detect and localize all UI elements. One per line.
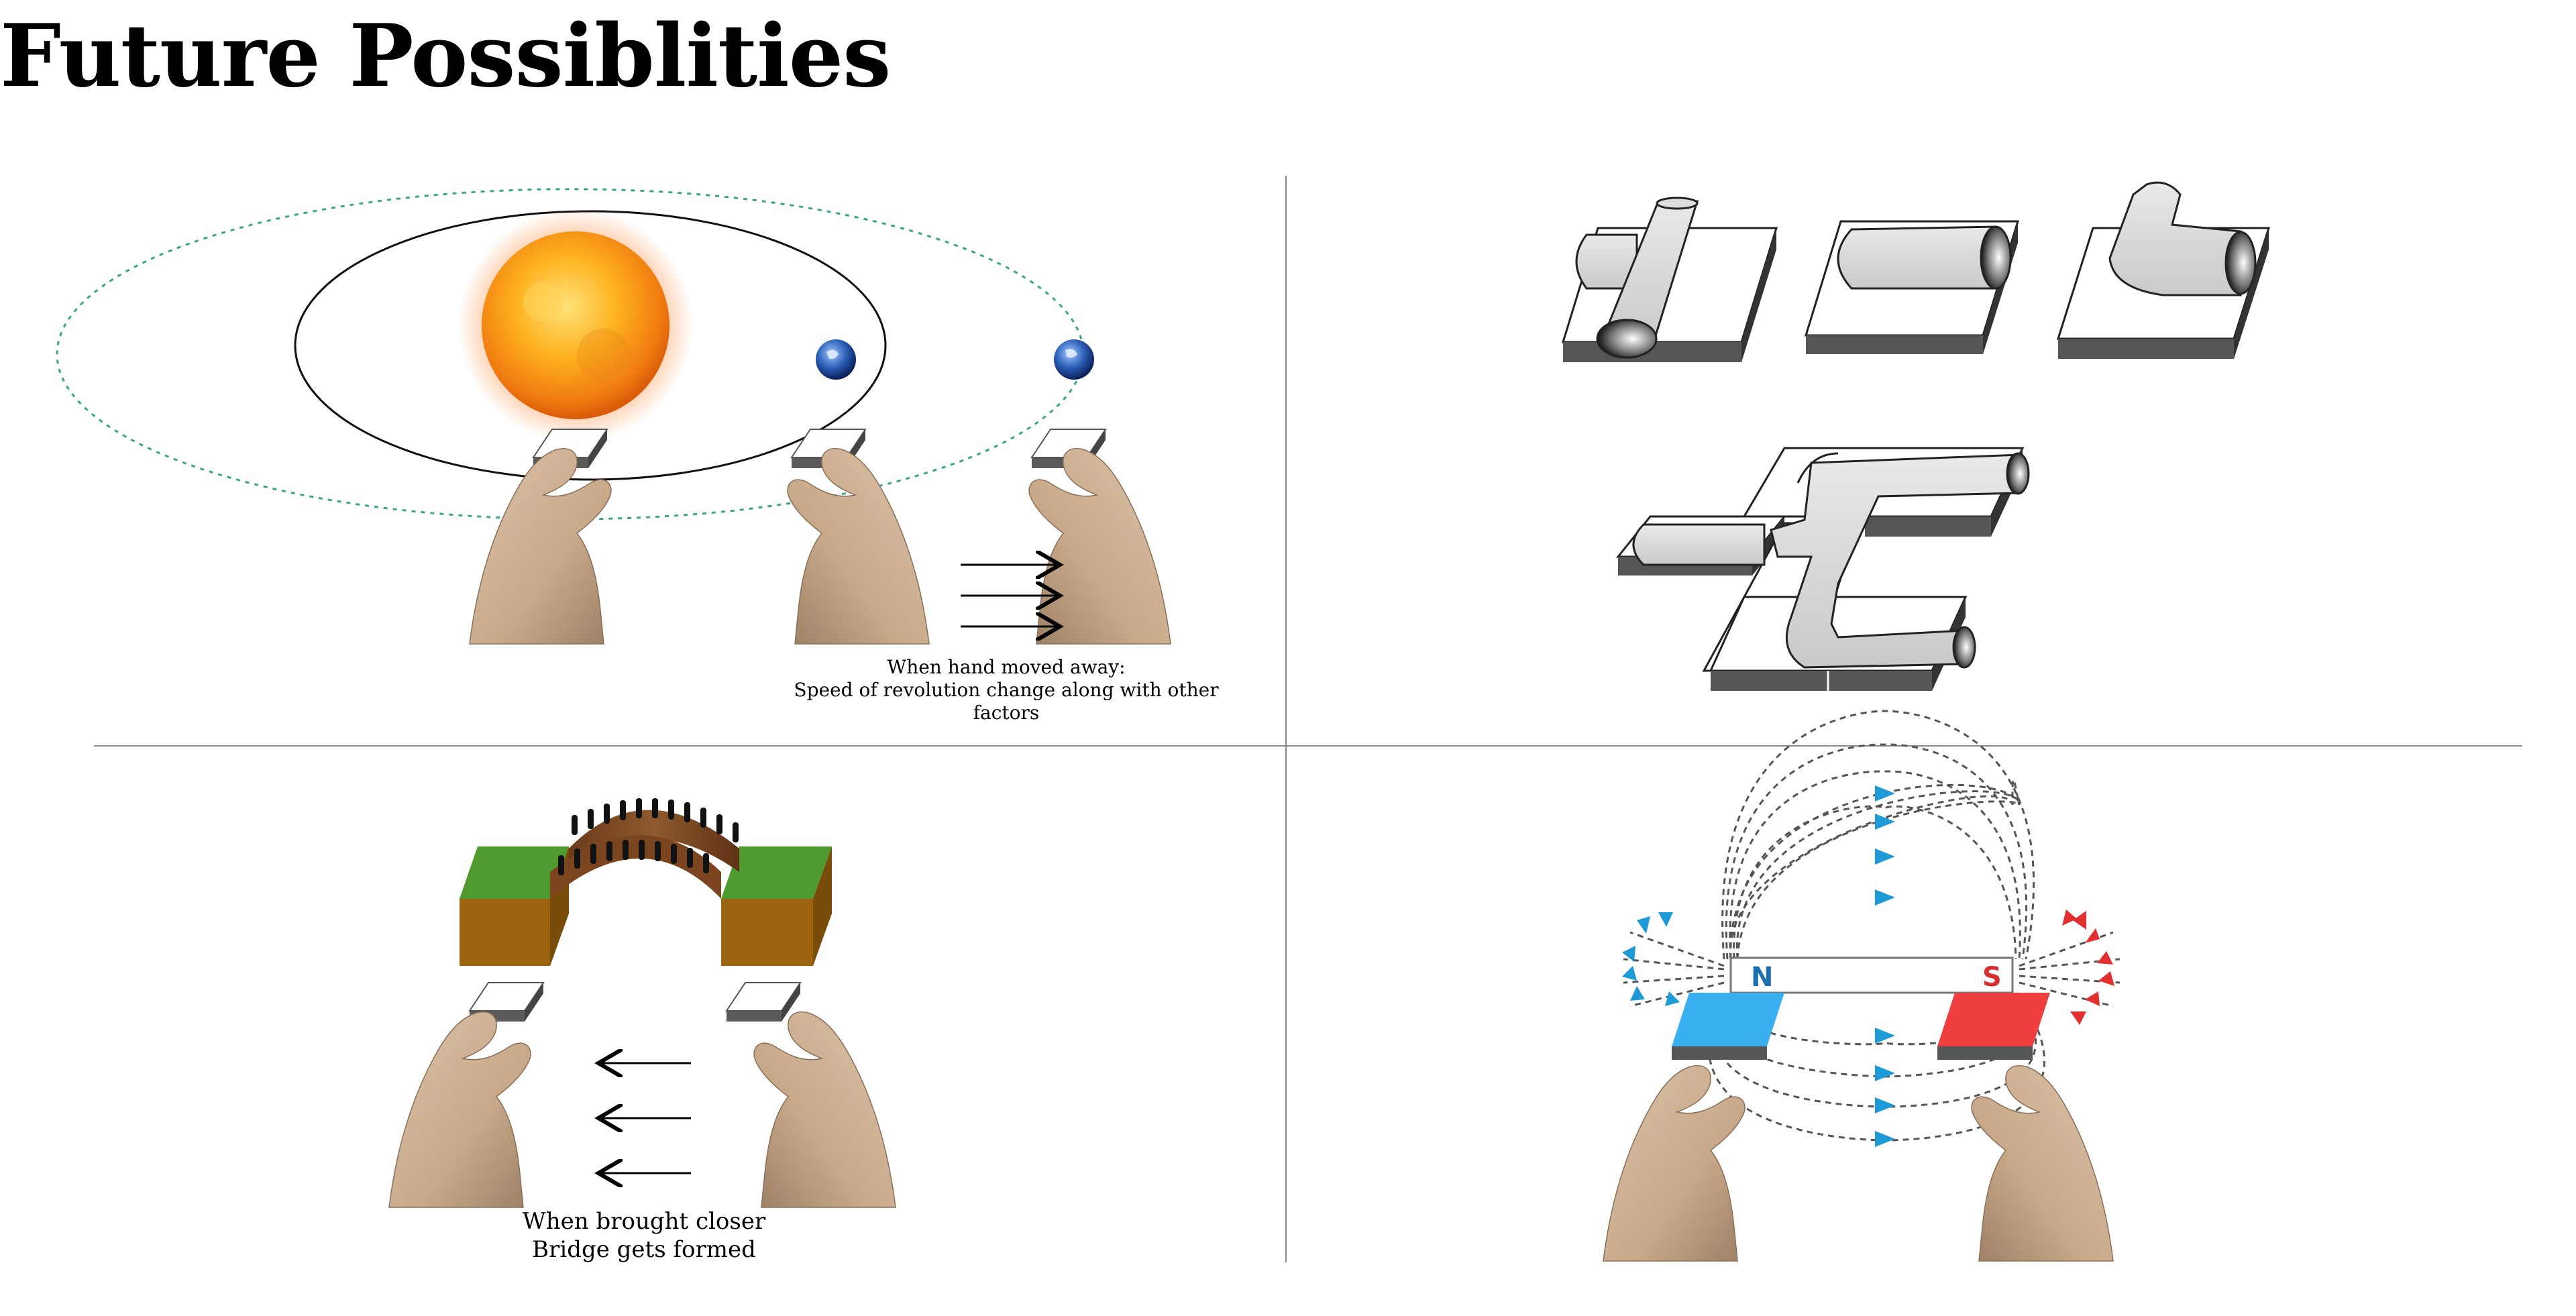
tile-icon xyxy=(726,982,801,1022)
bar-magnet: N S xyxy=(1729,956,2014,994)
bridge-caption-line2: Bridge gets formed xyxy=(532,1236,756,1263)
field-arrows-blue xyxy=(1622,785,1895,1147)
magnet-south-label: S xyxy=(1982,962,2002,993)
hand-icon xyxy=(753,1011,896,1208)
grass-block-left xyxy=(460,846,569,966)
hand-icon xyxy=(388,1011,531,1208)
field-arrows-red xyxy=(2062,910,2114,1025)
orbit-panel xyxy=(56,188,1171,645)
hand-icon xyxy=(1603,1064,1746,1262)
page-title: Future Possiblities xyxy=(0,6,891,107)
bridge-caption: When brought closer Bridge gets formed xyxy=(483,1207,805,1264)
tile-north xyxy=(1672,993,1784,1060)
bridge-deck xyxy=(569,810,739,872)
hand-icon xyxy=(469,447,612,645)
bridge-caption-line1: When brought closer xyxy=(522,1208,766,1235)
pipes-panel xyxy=(1561,181,2271,691)
grass-block-right xyxy=(721,846,832,966)
bridge-panel xyxy=(388,798,896,1208)
magnet-panel: N S xyxy=(1603,710,2121,1262)
sun-icon xyxy=(482,231,669,419)
pipe-network xyxy=(1615,447,2030,691)
earth-icon-outer xyxy=(1054,339,1094,380)
orbit-caption: When hand moved away: Speed of revolutio… xyxy=(771,656,1241,724)
hand-icon xyxy=(1028,447,1171,645)
orbit-caption-line1: When hand moved away: xyxy=(887,656,1126,678)
pipe-tile-cross xyxy=(1561,197,1778,362)
hand-icon xyxy=(1971,1064,2114,1262)
earth-icon-inner xyxy=(816,339,856,380)
bridge-rail-posts xyxy=(558,798,739,875)
tile-south xyxy=(1937,993,2050,1060)
orbit-caption-line2: Speed of revolution change along with ot… xyxy=(794,679,1219,724)
pipe-tile-elbow xyxy=(2056,181,2271,359)
pipe-tile-straight xyxy=(1804,220,2020,354)
magnet-north-label: N xyxy=(1751,962,1773,993)
